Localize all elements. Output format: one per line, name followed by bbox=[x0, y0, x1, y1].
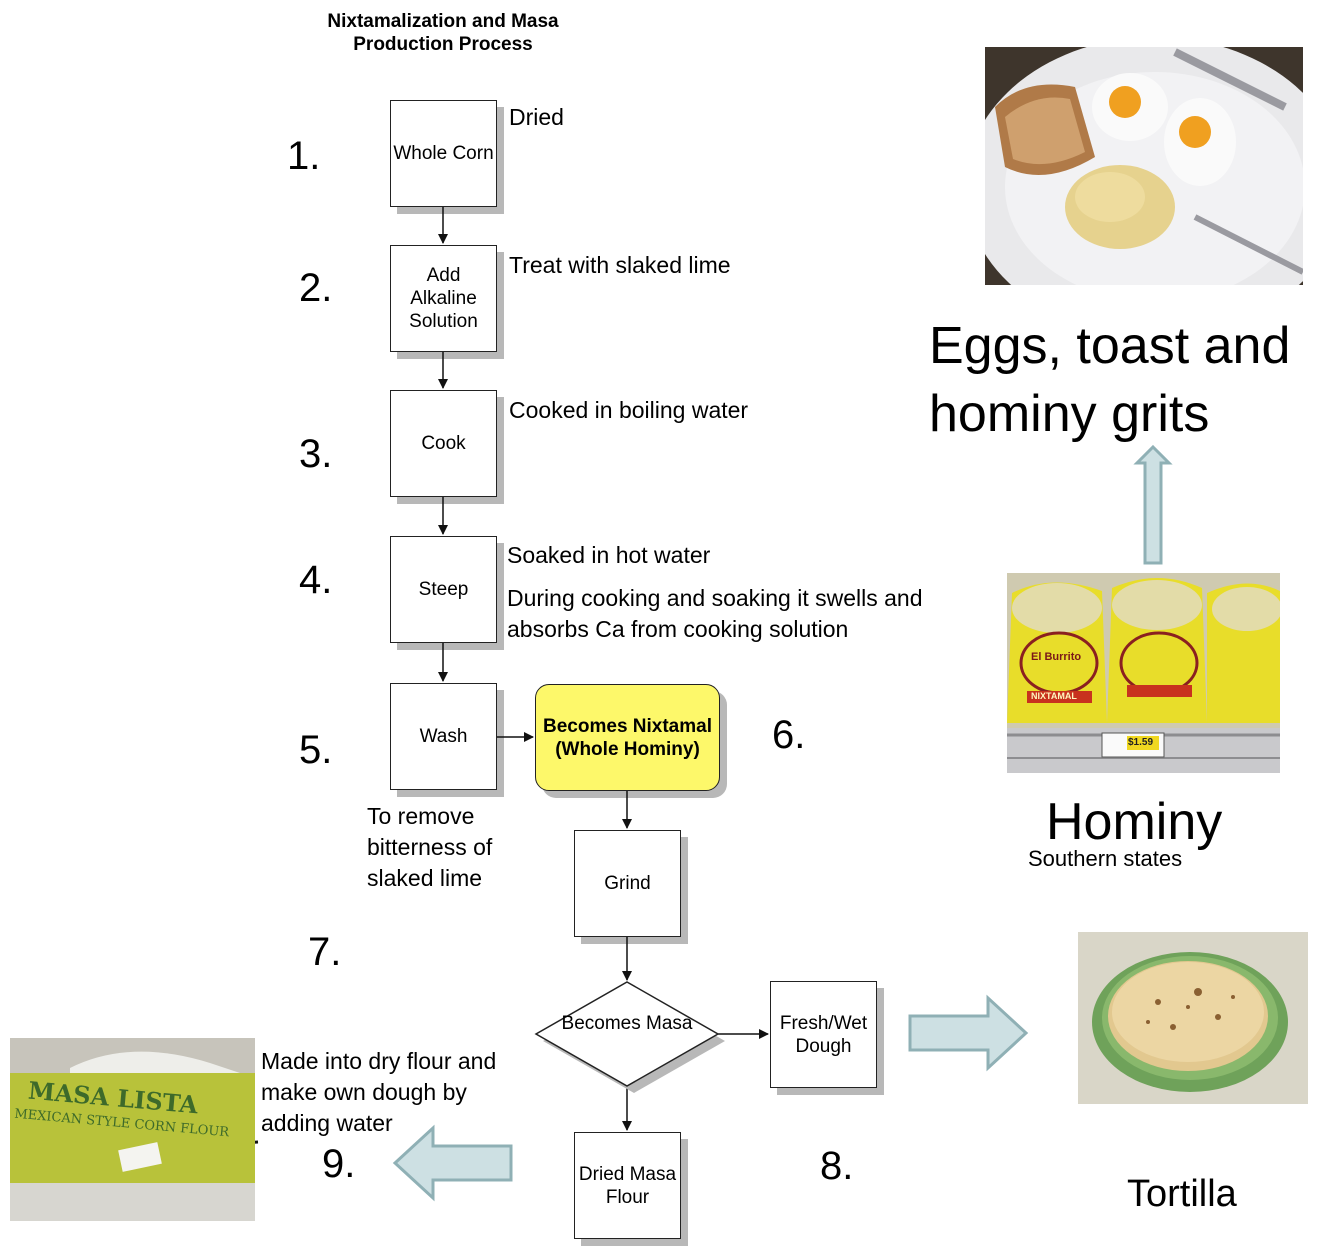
note-remove-line2: bitterness of bbox=[367, 834, 493, 860]
step-number-6: 6. bbox=[772, 713, 806, 757]
step-dried-flour: Dried Masa Flour bbox=[574, 1132, 681, 1239]
step-wash: Wash bbox=[390, 683, 497, 790]
step-add-alkaline-label: Add Alkaline Solution bbox=[409, 265, 478, 332]
step-whole-corn-label: Whole Corn bbox=[393, 143, 494, 164]
step-cook: Cook bbox=[390, 390, 497, 497]
tortilla-plate-image bbox=[1078, 932, 1308, 1104]
step-number-5: 5. bbox=[299, 728, 333, 772]
step-wash-label: Wash bbox=[419, 726, 468, 747]
note-swells-line1: During cooking and soaking it swells and bbox=[507, 585, 923, 611]
masa-lista-photo: MASA LISTA MEXICAN STYLE CORN FLOUR bbox=[10, 1038, 255, 1221]
step-number-1: 1. bbox=[287, 134, 321, 178]
hominy-bag-brand: El Burrito bbox=[1031, 651, 1082, 663]
step-number-3: 3. bbox=[299, 432, 333, 476]
big-arrow-left bbox=[392, 1124, 513, 1202]
step-number-8: 8. bbox=[820, 1144, 854, 1188]
hominy-bag-text: NIXTAMAL bbox=[1031, 691, 1077, 701]
step-grind: Grind bbox=[574, 830, 681, 937]
step-fresh-dough-label: Fresh/Wet Dough bbox=[779, 1012, 868, 1057]
hominy-bags-photo: El Burrito NIXTAMAL $1.59 bbox=[1007, 573, 1280, 773]
step-add-alkaline: Add Alkaline Solution bbox=[390, 245, 497, 352]
step-steep-label: Steep bbox=[418, 579, 469, 600]
label-southern-states: Southern states bbox=[1028, 846, 1183, 871]
step-cook-label: Cook bbox=[421, 433, 466, 454]
hominy-price-tag: $1.59 bbox=[1128, 737, 1154, 748]
note-dried: Dried bbox=[509, 104, 564, 130]
note-remove-line3: slaked lime bbox=[367, 865, 483, 891]
step-whole-corn: Whole Corn bbox=[390, 100, 497, 207]
step-number-7: 7. bbox=[308, 930, 342, 974]
label-eggs-line2: hominy grits bbox=[929, 385, 1210, 443]
note-swells-line2: absorbs Ca from cooking solution bbox=[507, 616, 849, 642]
step-nixtamal-label: Becomes Nixtamal (Whole Hominy) bbox=[543, 715, 712, 760]
note-remove-line1: To remove bbox=[367, 803, 475, 829]
step-number-4: 4. bbox=[299, 558, 333, 602]
tortilla-photo bbox=[1078, 932, 1308, 1104]
eggs-plate-image bbox=[985, 47, 1303, 285]
step-number-2: 2. bbox=[299, 266, 333, 310]
masa-diamond bbox=[534, 981, 720, 1087]
big-arrow-up bbox=[1133, 444, 1173, 565]
hominy-bags-image bbox=[1007, 573, 1280, 773]
masa-bag-image bbox=[10, 1038, 255, 1221]
diagram-title: Nixtamalization and Masa Production Proc… bbox=[327, 11, 559, 55]
step-grind-label: Grind bbox=[604, 873, 651, 894]
step-steep: Steep bbox=[390, 536, 497, 643]
label-eggs-line1: Eggs, toast and bbox=[929, 317, 1291, 375]
note-dry-line2: make own dough by bbox=[261, 1079, 467, 1105]
step-becomes-masa-label: Becomes Masa bbox=[561, 1013, 693, 1034]
step-dried-flour-label: Dried Masa Flour bbox=[578, 1163, 677, 1208]
big-arrow-right bbox=[908, 994, 1029, 1072]
step-nixtamal: Becomes Nixtamal (Whole Hominy) bbox=[535, 684, 720, 791]
note-soaked: Soaked in hot water bbox=[507, 542, 711, 568]
note-boiling: Cooked in boiling water bbox=[509, 397, 749, 423]
note-dry-line3: adding water bbox=[261, 1110, 393, 1136]
step-number-9: 9. bbox=[322, 1142, 356, 1186]
eggs-toast-grits-photo bbox=[985, 47, 1303, 285]
label-hominy: Hominy bbox=[1046, 793, 1223, 851]
note-slaked-lime: Treat with slaked lime bbox=[509, 252, 731, 278]
step-fresh-dough: Fresh/Wet Dough bbox=[770, 981, 877, 1088]
label-tortilla: Tortilla bbox=[1127, 1173, 1237, 1215]
note-dry-line1: Made into dry flour and bbox=[261, 1048, 497, 1074]
